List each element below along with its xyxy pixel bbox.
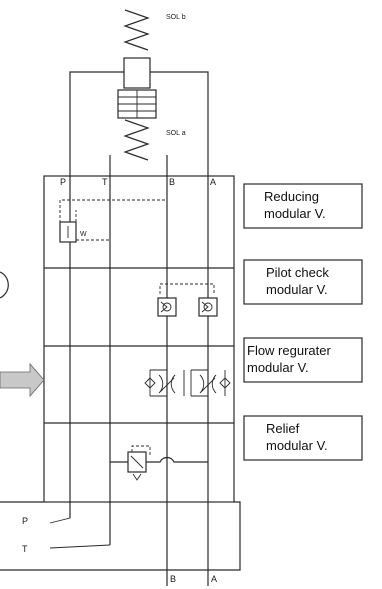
solenoid-a-icon — [123, 119, 150, 161]
flow-regulator-subtitle: modular V. — [247, 360, 309, 375]
arrow-right-icon — [0, 362, 45, 398]
sol-b-label: SOL b — [166, 14, 186, 21]
flow-regulator-title: Flow regurater — [247, 343, 331, 358]
sol-a-label: SOL a — [166, 130, 186, 137]
pilot-check-subtitle: modular V. — [266, 282, 328, 297]
port-a-top: A — [210, 177, 216, 187]
relief-title: Relief — [266, 421, 300, 436]
reducing-title: Reducing — [264, 189, 319, 204]
port-b-top: B — [169, 177, 175, 187]
module-label-relief: Relief modular V. — [243, 415, 363, 461]
flow-regulator-valve-symbol — [144, 369, 231, 397]
port-t-bottom: T — [22, 544, 28, 554]
module-label-reducing: Reducing modular V. — [243, 183, 363, 229]
pilot-check-title: Pilot check — [266, 265, 329, 280]
port-t-top: T — [102, 177, 108, 187]
left-edge-markers — [0, 271, 45, 398]
module-label-flow-regulator: Flow regurater modular V. — [243, 337, 363, 383]
solenoid-b-icon — [123, 9, 150, 51]
port-p-top: P — [60, 177, 66, 187]
reducing-valve-symbol: W — [59, 199, 167, 243]
sub-plate: P T B A — [0, 501, 241, 584]
valve-envelope-upper — [123, 57, 151, 89]
relief-subtitle: modular V. — [266, 438, 328, 453]
pilot-check-valve-symbol — [157, 283, 218, 317]
relief-valve-symbol — [110, 445, 208, 481]
partial-circle-icon — [0, 271, 9, 299]
port-b-bottom: B — [170, 574, 176, 584]
port-p-bottom: P — [22, 516, 28, 526]
reducing-spring-label: W — [80, 231, 87, 238]
reducing-subtitle: modular V. — [264, 206, 326, 221]
port-a-bottom: A — [211, 574, 217, 584]
directional-valve: SOL b SOL a — [69, 9, 209, 176]
module-label-pilot-check: Pilot check modular V. — [243, 259, 363, 305]
